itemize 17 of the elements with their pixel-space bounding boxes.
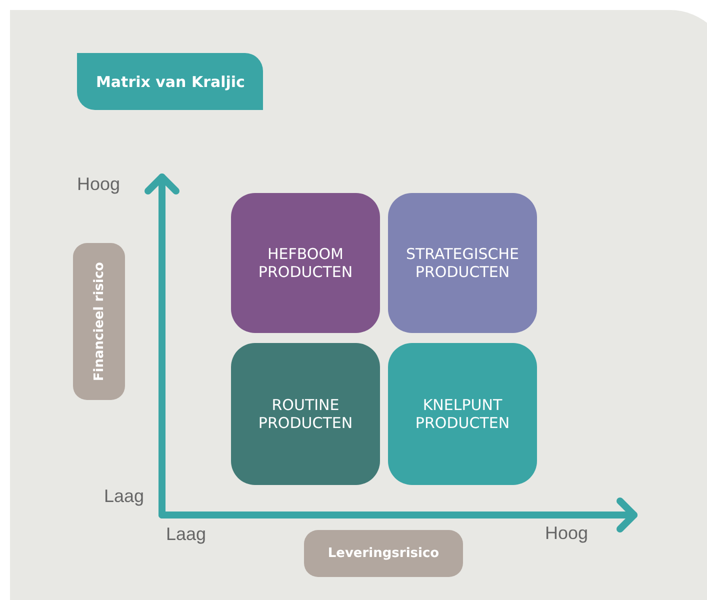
axis-value-label: Laag [166, 524, 206, 545]
quadrant-card [388, 343, 537, 485]
quadrant-label: KNELPUNT PRODUCTEN [414, 396, 511, 432]
axis-title-box [304, 530, 463, 577]
axis-value-label: Laag [104, 486, 144, 507]
axis-title: Leveringsrisico [328, 546, 440, 561]
quadrant-label: HEFBOOM PRODUCTEN [257, 245, 354, 281]
axis-value-label: Hoog [545, 523, 588, 544]
quadrant-card [231, 343, 380, 485]
quadrant-card [388, 193, 537, 333]
quadrant-label: ROUTINE PRODUCTEN [257, 396, 354, 432]
quadrant-label: STRATEGISCHE PRODUCTEN [404, 245, 520, 281]
axis-value-label: Hoog [77, 174, 120, 195]
axis-title: Financieel risico [92, 262, 106, 382]
axis-title-box [73, 243, 125, 400]
quadrant-card [231, 193, 380, 333]
title: Matrix van Kraljic [77, 53, 263, 110]
